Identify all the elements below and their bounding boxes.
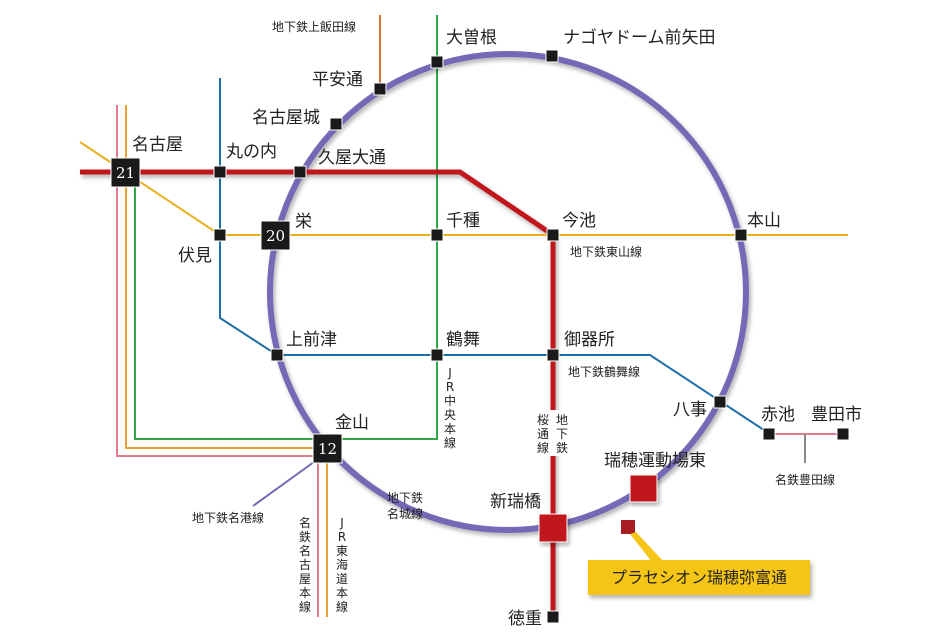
meijo-line	[267, 51, 749, 533]
station-marker-tsurumai	[430, 348, 444, 362]
label-char: 下	[556, 427, 568, 441]
label-char: 鉄	[556, 440, 568, 455]
sakuradori-line	[80, 169, 556, 617]
station-label-imaike: 今池	[562, 211, 596, 231]
label-char: J	[447, 366, 452, 380]
property-location-marker	[621, 520, 635, 534]
station-label-motoyama: 本山	[747, 211, 781, 231]
station-marker-gokiso	[546, 348, 560, 362]
label-char: 名	[299, 515, 311, 530]
interchange-nagoya: 21	[110, 157, 141, 188]
interchange-number: 21	[116, 164, 135, 182]
label-char: 本	[444, 422, 456, 436]
station-marker-akaike	[762, 427, 776, 441]
jr-tokaido-line	[125, 105, 328, 617]
line-label-sakuradori: 地 下 鉄 桜 通 線	[533, 410, 573, 456]
label-char: 地	[556, 413, 568, 427]
label-background	[533, 410, 573, 456]
line-label-meijo-1: 地下鉄	[387, 490, 423, 505]
station-label-yagoto: 八事	[673, 400, 707, 420]
label-char: 鉄	[299, 529, 311, 544]
station-label-heian-dori: 平安通	[312, 70, 363, 90]
meiko-line	[252, 461, 315, 507]
label-char: 中	[444, 393, 456, 408]
label-char: R	[338, 530, 346, 544]
callout-pointer	[630, 532, 664, 562]
interchange-number: 20	[266, 227, 285, 245]
station-marker-arahata	[538, 513, 568, 543]
station-marker-yagoto	[713, 395, 727, 409]
station-label-ozone: 大曽根	[446, 28, 497, 48]
line-label-meitetsu-toyota: 名鉄豊田線	[775, 472, 835, 487]
property-name: プラセシオン瑞穂弥富通	[611, 568, 787, 587]
station-marker-chikusa	[430, 228, 444, 242]
station-label-kanayama: 金山	[335, 413, 369, 433]
line-label-kamiiida: 地下鉄上飯田線	[272, 19, 356, 34]
station-marker-toyotashi	[836, 427, 850, 441]
station-marker-ozone	[430, 55, 444, 69]
label-char: 道	[336, 572, 348, 586]
line-label-tsurumai: 地下鉄鶴舞線	[568, 364, 640, 379]
station-label-gokiso: 御器所	[564, 330, 615, 350]
station-label-tsurumai: 鶴舞	[446, 330, 480, 350]
station-marker-motoyama	[734, 228, 748, 242]
station-marker-nagoyajo	[329, 117, 343, 131]
line-label-jr-tokaido: J R 東 海 道 本 線	[336, 516, 348, 614]
station-label-chikusa: 千種	[446, 211, 480, 231]
label-char: 桜	[537, 413, 549, 427]
station-marker-imaike	[546, 228, 560, 242]
station-label-fushimi: 伏見	[178, 246, 212, 266]
label-char: 屋	[299, 572, 311, 586]
station-label-toyotashi: 豊田市	[811, 405, 862, 425]
label-char: 線	[444, 435, 456, 450]
station-label-hisaya-odori: 久屋大通	[318, 148, 386, 168]
line-label-meiko: 地下鉄名港線	[192, 510, 264, 525]
station-marker-nagoya-dome	[545, 49, 559, 63]
station-marker-fushimi	[213, 228, 227, 242]
jr-chuo-line	[134, 15, 438, 440]
station-label-sakae: 栄	[295, 212, 312, 232]
label-char: 央	[444, 408, 456, 422]
meitetsu-nagoya-line	[116, 105, 319, 617]
station-marker-hisaya-odori	[293, 165, 307, 179]
label-char: 東	[336, 544, 348, 558]
property-label-box	[588, 560, 810, 595]
line-label-higashiyama: 地下鉄東山線	[570, 244, 642, 259]
station-marker-mizuho-east	[629, 474, 658, 503]
station-label-nagoya: 名古屋	[132, 135, 183, 155]
station-label-akaike: 赤池	[761, 405, 795, 425]
station-marker-tokushige	[546, 610, 560, 624]
label-char: J	[339, 516, 344, 530]
station-marker-marunouchi	[213, 165, 227, 179]
label-char: 線	[336, 599, 348, 614]
label-char: 本	[336, 586, 348, 600]
label-char: 通	[537, 427, 549, 441]
station-label-marunouchi: 丸の内	[226, 142, 277, 162]
label-char: 古	[299, 557, 311, 572]
interchange-sakae: 20	[260, 220, 291, 251]
station-label-mizuho-east: 瑞穂運動場東	[604, 451, 706, 471]
station-label-nagoyajo: 名古屋城	[252, 108, 320, 128]
interchange-kanayama: 12	[312, 433, 343, 464]
station-label-kamimaezu: 上前津	[286, 330, 337, 350]
station-label-tokushige: 徳重	[508, 609, 542, 629]
label-char: 線	[299, 599, 311, 614]
station-label-nagoya-dome: ナゴヤドーム前矢田	[563, 27, 716, 48]
label-char: R	[446, 380, 454, 394]
line-label-meijo-2: 名城線	[387, 506, 423, 521]
label-char: 名	[299, 543, 311, 558]
line-label-meitetsu-nagoya: 名 鉄 名 古 屋 本 線	[299, 515, 311, 614]
station-marker-heian-dori	[373, 82, 387, 96]
label-char: 線	[537, 440, 549, 455]
label-char: 海	[336, 557, 348, 572]
label-char: 本	[299, 586, 311, 600]
line-label-jr-chuo: J R 中 央 本 線	[444, 366, 456, 450]
station-label-arahata: 新瑞橋	[490, 492, 541, 512]
station-marker-kamimaezu	[270, 348, 284, 362]
interchange-number: 12	[318, 440, 337, 458]
